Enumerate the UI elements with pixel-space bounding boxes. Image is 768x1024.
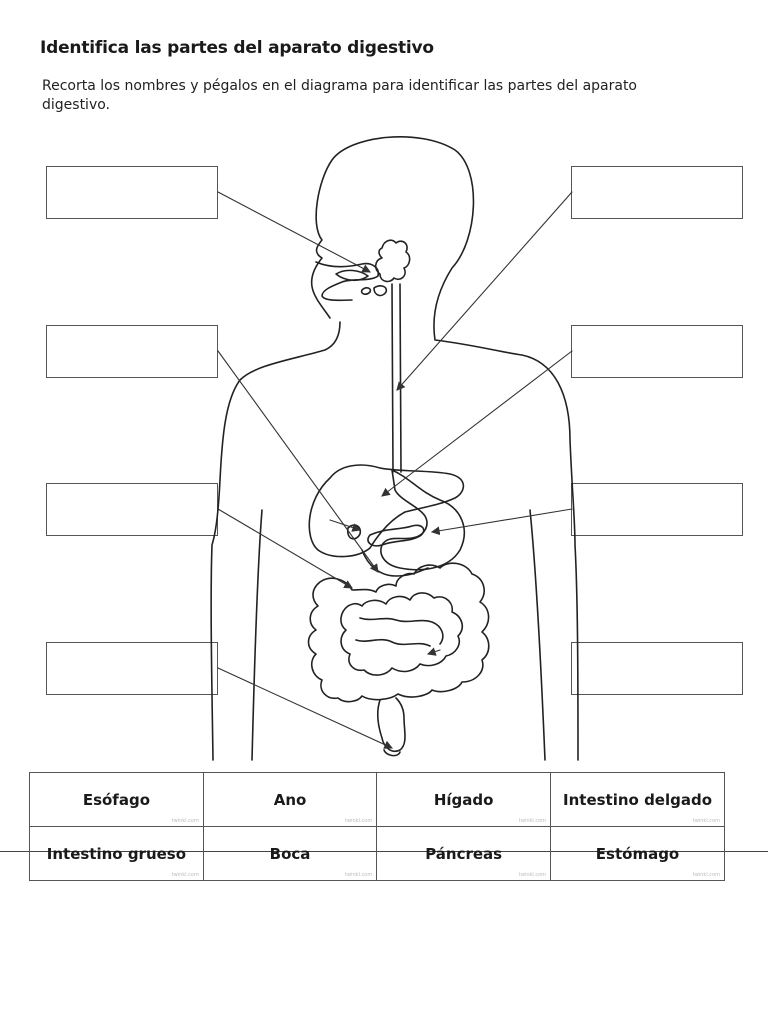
worksheet-instructions: Recorta los nombres y pégalos en el diag… <box>42 78 637 113</box>
leader-right-1 <box>396 191 573 391</box>
word-card[interactable]: Ano twinkl.com <box>202 772 378 827</box>
word-label: Páncreas <box>425 844 503 863</box>
label-box-left-3[interactable] <box>46 483 218 536</box>
duodenum <box>361 549 429 577</box>
label-box-left-2[interactable] <box>46 325 218 378</box>
word-label: Hígado <box>433 790 494 809</box>
label-box-right-1[interactable] <box>571 166 743 219</box>
leader-left-3 <box>217 508 353 589</box>
watermark: twinkl.com <box>345 818 373 824</box>
word-card[interactable]: Hígado twinkl.com <box>376 772 552 827</box>
leader-left-4 <box>217 667 393 749</box>
watermark: twinkl.com <box>692 818 720 824</box>
watermark: twinkl.com <box>171 818 199 824</box>
anus <box>383 749 401 757</box>
leader-extra-1 <box>329 519 362 532</box>
right-arm-line <box>529 509 546 761</box>
word-bank-table: Esófago twinkl.com Ano twinkl.com Hígado tw… <box>29 772 725 881</box>
worksheet-title: Identifica las partes del aparato digest… <box>40 38 434 58</box>
word-label: Intestino grueso <box>46 844 187 863</box>
stomach <box>380 469 465 571</box>
word-label: Ano <box>273 790 307 809</box>
word-card[interactable]: Estómago twinkl.com <box>550 826 725 881</box>
word-card[interactable]: Esófago twinkl.com <box>29 772 204 827</box>
large-intestine <box>307 562 490 703</box>
oesophagus-right <box>399 283 402 473</box>
left-arm-line <box>251 509 263 761</box>
teeth <box>360 285 388 297</box>
label-box-left-1[interactable] <box>46 166 218 219</box>
leader-extra-2 <box>426 647 441 656</box>
liver <box>308 464 465 558</box>
word-label: Boca <box>269 844 311 863</box>
tongue <box>335 269 369 282</box>
watermark: twinkl.com <box>171 872 199 878</box>
word-bank-row: Esófago twinkl.com Ano twinkl.com Hígado tw… <box>29 772 725 827</box>
word-bank-row: Intestino grueso twinkl.com Boca twinkl.co… <box>29 826 725 881</box>
watermark: twinkl.com <box>692 872 720 878</box>
watermark: twinkl.com <box>518 818 547 824</box>
oesophagus-left <box>391 283 394 473</box>
leader-right-3 <box>430 508 573 536</box>
body-outline <box>310 136 579 761</box>
label-box-right-4[interactable] <box>571 642 743 695</box>
word-card[interactable]: Intestino delgado twinkl.com <box>550 772 725 827</box>
label-box-left-4[interactable] <box>46 642 218 695</box>
word-card[interactable]: Boca twinkl.com <box>202 826 378 881</box>
watermark: twinkl.com <box>518 872 547 878</box>
word-label: Intestino delgado <box>563 790 713 809</box>
mouth-detail <box>315 261 380 302</box>
salivary-gland <box>374 239 411 283</box>
small-intestine <box>340 592 464 676</box>
leader-left-1 <box>217 191 371 273</box>
word-card[interactable]: Páncreas twinkl.com <box>376 826 552 881</box>
label-box-right-2[interactable] <box>571 325 743 378</box>
leader-left-2 <box>217 350 379 573</box>
leader-right-2 <box>381 350 573 497</box>
rectum <box>377 697 406 753</box>
word-label: Estómago <box>595 844 680 863</box>
body-outline-left <box>210 321 341 761</box>
digestive-system-diagram <box>210 136 579 761</box>
pancreas <box>367 524 425 547</box>
word-card[interactable]: Intestino grueso twinkl.com <box>29 826 204 881</box>
word-label: Esófago <box>82 790 150 809</box>
watermark: twinkl.com <box>345 872 373 878</box>
